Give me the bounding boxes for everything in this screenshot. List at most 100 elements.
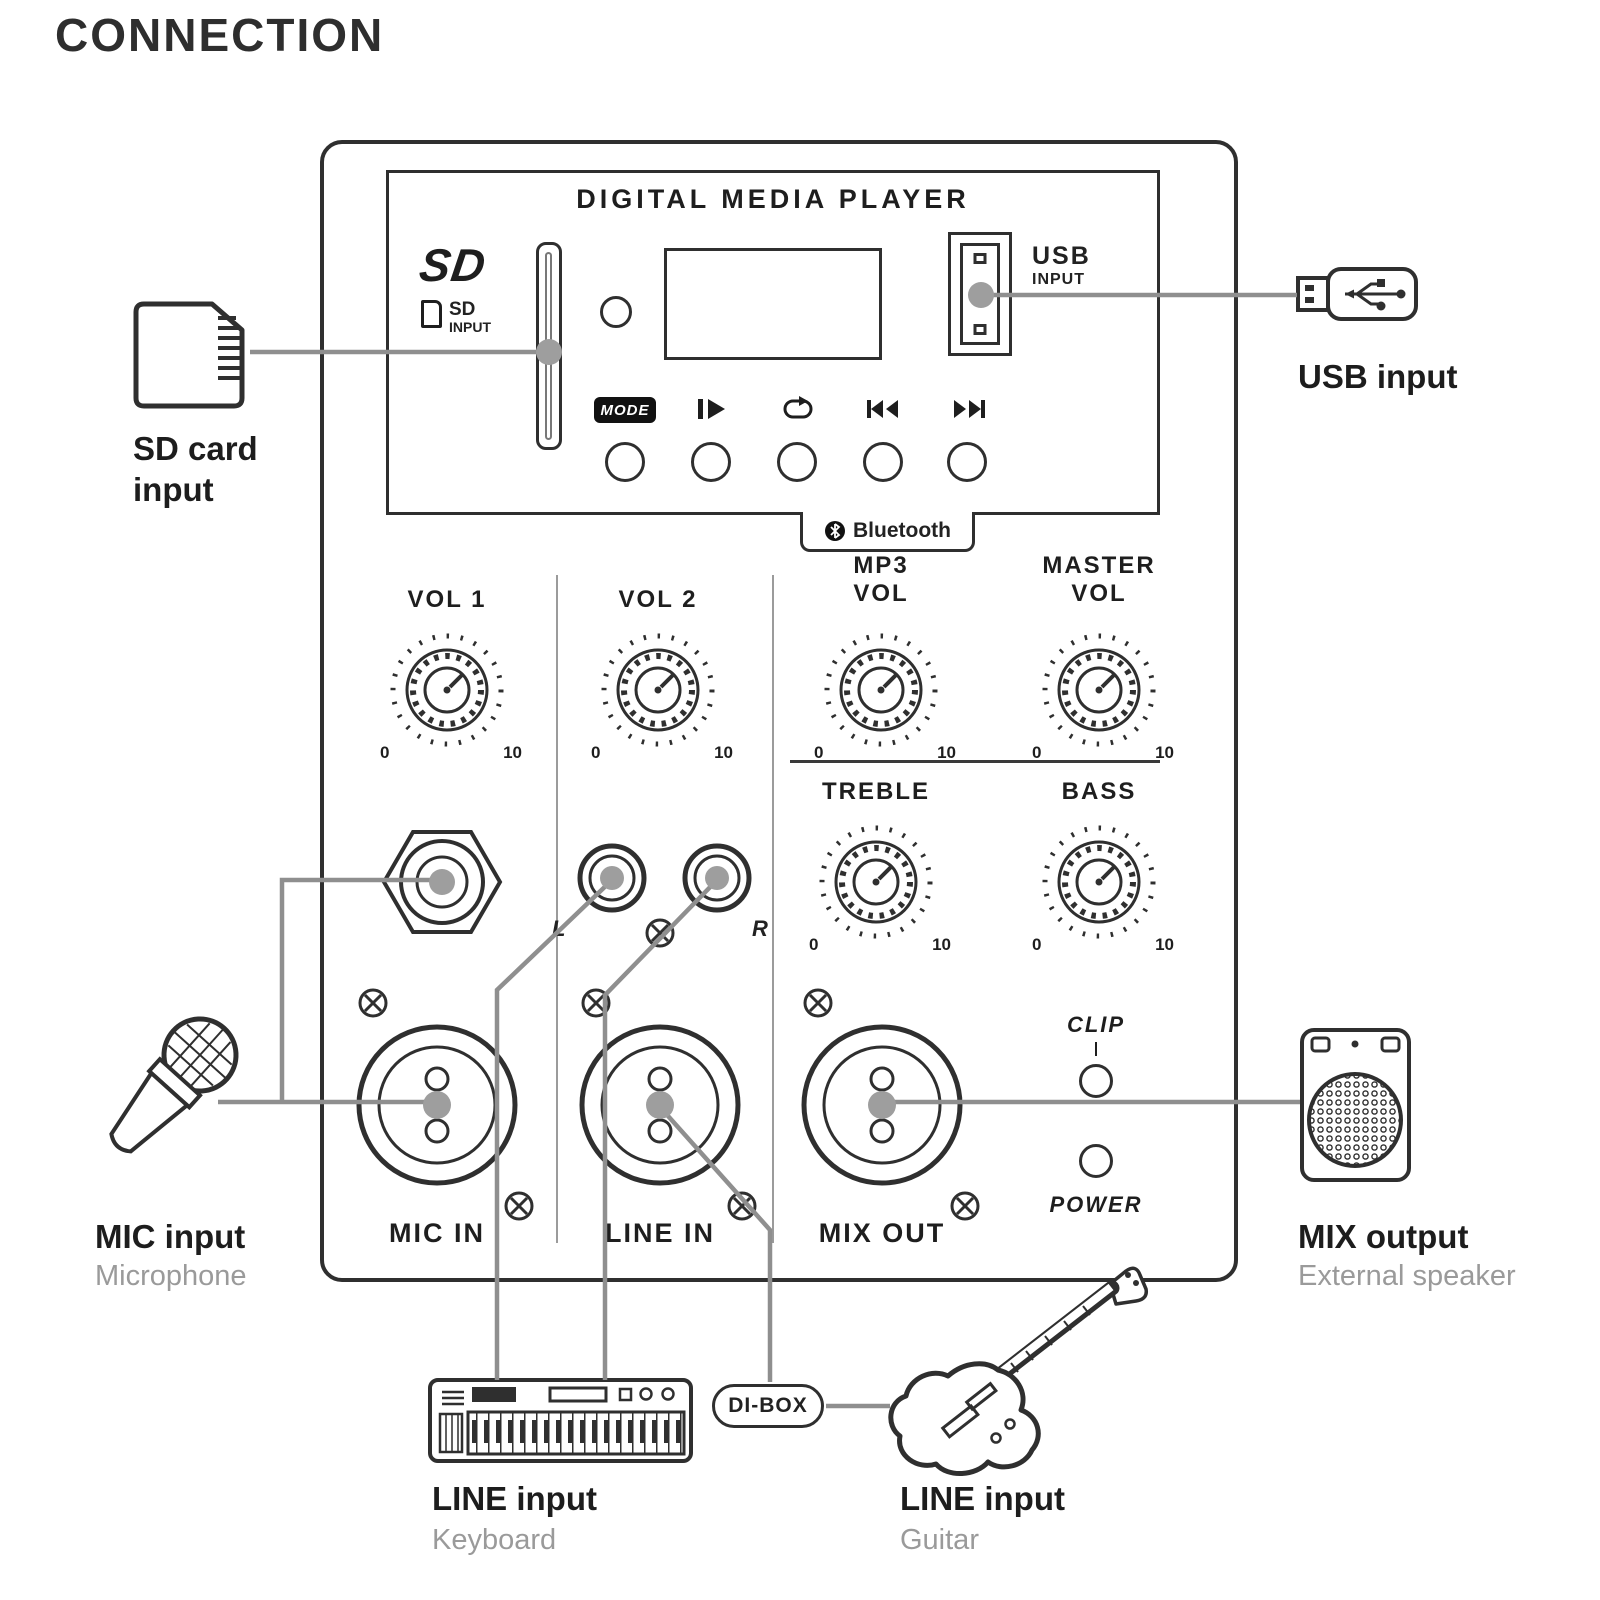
xlr-graphic bbox=[352, 1020, 522, 1190]
repeat-push-button bbox=[777, 442, 817, 482]
mic-in-label: MIC IN bbox=[389, 1218, 485, 1248]
bluetooth-icon bbox=[825, 520, 845, 541]
jack-graphic bbox=[382, 830, 502, 934]
line-in-left-jack bbox=[577, 843, 647, 913]
knob-graphic bbox=[382, 625, 512, 755]
keyboard-line-input-label: LINE input bbox=[432, 1480, 597, 1517]
play-pause-push-button bbox=[691, 442, 731, 482]
vol1-label: VOL 1 bbox=[407, 586, 487, 613]
knob-max: 10 bbox=[1155, 743, 1174, 762]
mix-output-label: MIX output bbox=[1298, 1218, 1469, 1255]
previous-push-button bbox=[863, 442, 903, 482]
ir-sensor bbox=[600, 296, 632, 328]
line-in-connector bbox=[575, 1020, 745, 1190]
next-track-icon bbox=[954, 400, 985, 418]
usb-pin bbox=[973, 253, 987, 264]
vol1-knob: 0 10 bbox=[380, 625, 522, 762]
knob-min: 0 bbox=[809, 935, 819, 954]
mix-output-sublabel: External speaker bbox=[1298, 1260, 1516, 1292]
knob-min: 0 bbox=[380, 743, 390, 762]
sd-input-word1: SD bbox=[449, 299, 476, 320]
knob-graphic bbox=[593, 625, 723, 755]
bass-knob: 0 10 bbox=[1032, 817, 1174, 954]
mix-out-connector bbox=[797, 1020, 967, 1190]
knob-max: 10 bbox=[714, 743, 733, 762]
usb-word1: USB bbox=[1032, 242, 1091, 270]
mix-out-label: MIX OUT bbox=[818, 1218, 946, 1248]
master-vol-label: MASTER VOL bbox=[1034, 552, 1164, 607]
clip-label: CLIP bbox=[1066, 1012, 1126, 1037]
keyboard-illustration bbox=[428, 1378, 693, 1463]
master-vol-line2: VOL bbox=[1071, 579, 1127, 607]
knob-max: 10 bbox=[1155, 935, 1174, 954]
right-jack-label: R bbox=[752, 916, 768, 941]
sd-input-text: SD INPUT bbox=[449, 300, 491, 336]
rca-graphic bbox=[682, 843, 752, 913]
guitar-sublabel: Guitar bbox=[900, 1524, 979, 1556]
bluetooth-badge: Bluetooth bbox=[800, 512, 975, 552]
page-title: CONNECTION bbox=[55, 9, 385, 61]
bluetooth-label: Bluetooth bbox=[853, 518, 951, 542]
usb-port-inner bbox=[960, 243, 1000, 345]
guitar-illustration bbox=[878, 1266, 1150, 1486]
channel-divider bbox=[772, 575, 774, 1243]
usb-input-label: USB INPUT bbox=[1032, 242, 1091, 289]
repeat-icon bbox=[783, 394, 813, 419]
power-led bbox=[1079, 1144, 1113, 1178]
media-player-title: DIGITAL MEDIA PLAYER bbox=[576, 184, 970, 214]
xlr-graphic bbox=[797, 1020, 967, 1190]
screw-icon bbox=[803, 988, 833, 1018]
mic-in-connector bbox=[352, 1020, 522, 1190]
line-in-right-jack bbox=[682, 843, 752, 913]
di-box: DI-BOX bbox=[712, 1384, 824, 1428]
screw-icon bbox=[581, 988, 611, 1018]
knob-min: 0 bbox=[1032, 935, 1042, 954]
knob-graphic bbox=[811, 817, 941, 947]
channel-divider bbox=[556, 575, 558, 1243]
sd-card-label: SD card input bbox=[133, 430, 258, 509]
usb-input-ext-label: USB input bbox=[1298, 358, 1458, 395]
mic-quarter-jack bbox=[377, 817, 507, 947]
knob-min: 0 bbox=[1032, 743, 1042, 762]
sd-input-label-group: SD INPUT bbox=[421, 300, 491, 336]
power-label: POWER bbox=[1049, 1192, 1143, 1217]
treble-knob: 0 10 bbox=[809, 817, 951, 954]
knob-max: 10 bbox=[932, 935, 951, 954]
clip-tick bbox=[1095, 1042, 1097, 1056]
knob-min: 0 bbox=[814, 743, 824, 762]
mic-input-sublabel: Microphone bbox=[95, 1260, 247, 1292]
master-vol-knob: 0 10 bbox=[1032, 625, 1174, 762]
mp3-vol-label: MP3 VOL bbox=[816, 552, 946, 607]
knob-graphic bbox=[1034, 817, 1164, 947]
sd-slot-opening bbox=[545, 252, 552, 440]
xlr-graphic bbox=[575, 1020, 745, 1190]
speaker-illustration bbox=[1300, 1028, 1411, 1182]
vol2-label: VOL 2 bbox=[618, 586, 698, 613]
mode-label: MODE bbox=[594, 397, 656, 423]
screw-icon bbox=[358, 988, 388, 1018]
sd-card-illustration bbox=[130, 300, 250, 410]
knob-max: 10 bbox=[937, 743, 956, 762]
microphone-illustration bbox=[95, 1015, 255, 1185]
sd-card-mini-icon bbox=[421, 300, 442, 328]
sd-logo: SD bbox=[416, 239, 490, 291]
eq-divider bbox=[790, 760, 1160, 763]
previous-track-icon bbox=[867, 400, 898, 418]
treble-label: TREBLE bbox=[822, 778, 930, 805]
sd-input-word2: INPUT bbox=[449, 319, 491, 335]
knob-graphic bbox=[816, 625, 946, 755]
line-in-label: LINE IN bbox=[604, 1218, 715, 1248]
usb-plug-illustration bbox=[1296, 267, 1418, 321]
clip-led bbox=[1079, 1064, 1113, 1098]
play-pause-icon bbox=[698, 399, 725, 419]
mp3-vol-line2: VOL bbox=[853, 579, 909, 607]
vol2-knob: 0 10 bbox=[591, 625, 733, 762]
bass-label: BASS bbox=[1061, 778, 1137, 805]
display-screen bbox=[664, 248, 882, 360]
mode-push-button bbox=[605, 442, 645, 482]
left-jack-label: L bbox=[552, 916, 566, 941]
mic-input-label: MIC input bbox=[95, 1218, 246, 1255]
knob-min: 0 bbox=[591, 743, 601, 762]
usb-word2: INPUT bbox=[1032, 271, 1085, 288]
